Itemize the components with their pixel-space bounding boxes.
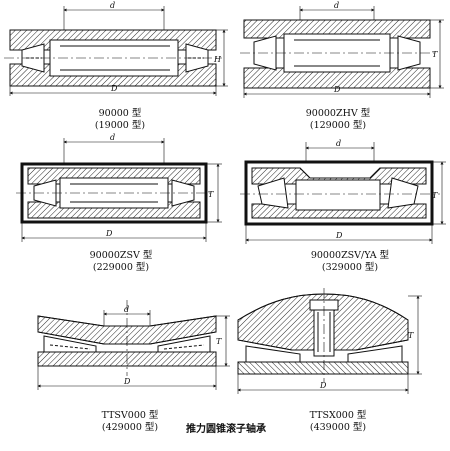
- fig4-old-label: (329000 型): [321, 262, 379, 273]
- fig4-label-D: D: [335, 231, 343, 240]
- figure-90000ZHV: [240, 6, 444, 98]
- fig4-label-T: T: [432, 191, 438, 200]
- caption-fig4: 90000ZSV/YA 型 (329000 型): [290, 250, 410, 274]
- caption-fig1: 90000 型 (19000 型): [70, 108, 170, 132]
- caption-fig5: TTSV000 型 (429000 型): [80, 410, 180, 434]
- fig4-type-label: 90000ZSV/YA 型: [310, 250, 390, 261]
- fig6-old-label: (439000 型): [309, 422, 367, 433]
- fig1-old-label: (19000 型): [94, 120, 146, 131]
- fig6-label-D: D: [319, 381, 327, 390]
- fig2-label-d: d: [334, 1, 339, 10]
- caption-fig2: 90000ZHV 型 (129000 型): [288, 108, 388, 132]
- fig2-label-D: D: [333, 85, 341, 94]
- fig4-label-d: d: [336, 139, 341, 148]
- figure-90000ZSV: [16, 138, 222, 242]
- fig1-type-label: 90000 型: [98, 108, 142, 119]
- fig5-label-D: D: [123, 377, 131, 386]
- fig6-label-T: T: [408, 331, 414, 340]
- fig2-label-T: T: [432, 50, 438, 59]
- figure-90000: [4, 6, 228, 96]
- fig5-old-label: (429000 型): [101, 422, 159, 433]
- fig2-type-label: 90000ZHV 型: [305, 108, 371, 119]
- fig5-label-d: d: [124, 305, 129, 314]
- fig3-label-D: D: [105, 229, 113, 238]
- sheet-title: 推力圆锥滚子轴承: [186, 424, 266, 435]
- fig5-label-T: T: [216, 337, 222, 346]
- fig3-type-label: 90000ZSV 型: [89, 250, 153, 261]
- fig1-label-H: H: [213, 55, 222, 64]
- fig3-old-label: (229000 型): [92, 262, 150, 273]
- caption-fig6: TTSX000 型 (439000 型): [288, 410, 388, 434]
- fig3-label-T: T: [208, 190, 214, 199]
- figure-TTSX000: [237, 288, 422, 394]
- fig1-label-d: d: [110, 1, 115, 10]
- figure-90000ZSV-YA: [240, 142, 446, 244]
- figure-TTSV000: [37, 300, 230, 390]
- caption-fig3: 90000ZSV 型 (229000 型): [66, 250, 176, 274]
- fig5-type-label: TTSV000 型: [101, 410, 159, 421]
- fig6-type-label: TTSX000 型: [309, 410, 367, 421]
- fig1-label-D: D: [110, 84, 118, 93]
- fig2-old-label: (129000 型): [309, 120, 367, 131]
- fig3-label-d: d: [110, 133, 115, 142]
